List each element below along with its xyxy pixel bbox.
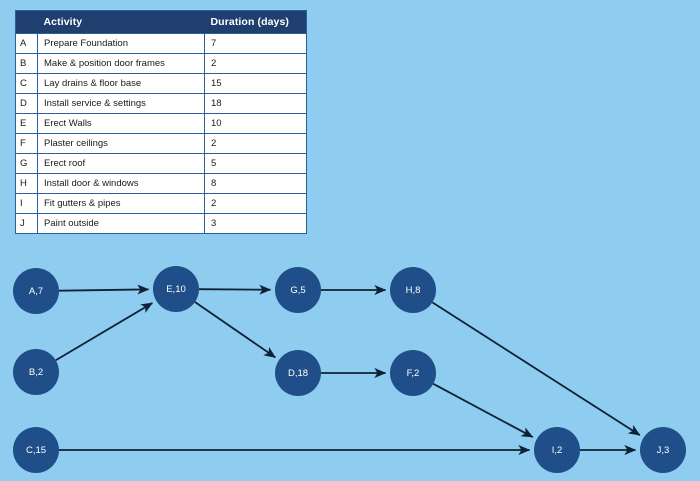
node-circle-a[interactable]	[13, 268, 59, 314]
node-label-b: B,2	[29, 367, 43, 378]
network-svg: A,7 E,10 G,5 H,8B,2 D,18 F,2C,15 I,2 J,3	[13, 266, 686, 473]
node-e[interactable]: E,10	[153, 266, 199, 312]
cell-activity-name: Paint outside	[37, 213, 205, 234]
node-circle-j[interactable]	[640, 427, 686, 473]
cell-activity-code: F	[15, 133, 38, 154]
table-header: Activity Duration (days)	[15, 10, 307, 34]
node-circle-d[interactable]	[275, 350, 321, 396]
cell-activity-duration: 2	[204, 133, 307, 154]
table-header-row: Activity Duration (days)	[15, 10, 307, 34]
edge-b-to-e	[55, 302, 153, 362]
edge-h-to-j	[431, 301, 641, 436]
node-label-g: G,5	[290, 285, 305, 296]
node-circle-c[interactable]	[13, 427, 59, 473]
cell-activity-name: Install door & windows	[37, 173, 205, 194]
node-j[interactable]: J,3	[640, 427, 686, 473]
cell-activity-code: G	[15, 153, 38, 174]
cell-activity-name: Fit gutters & pipes	[37, 193, 205, 214]
node-label-e: E,10	[166, 284, 186, 295]
edges-layer	[55, 284, 641, 456]
node-d[interactable]: D,18	[275, 350, 321, 396]
node-label-f: F,2	[407, 368, 420, 379]
node-a[interactable]: A,7	[13, 268, 59, 314]
cell-activity-name: Lay drains & floor base	[37, 73, 205, 94]
column-header-activity: Activity	[37, 10, 205, 34]
column-header-duration: Duration (days)	[204, 10, 307, 34]
cell-activity-duration: 2	[204, 193, 307, 214]
node-b[interactable]: B,2	[13, 349, 59, 395]
node-i[interactable]: I,2	[534, 427, 580, 473]
edge-e-to-d	[194, 301, 276, 359]
cell-activity-code: D	[15, 93, 38, 114]
cell-activity-name: Erect roof	[37, 153, 205, 174]
cell-activity-duration: 10	[204, 113, 307, 134]
node-f[interactable]: F,2	[390, 350, 436, 396]
node-h[interactable]: H,8	[390, 267, 436, 313]
node-label-c: C,15	[26, 445, 46, 456]
node-label-h: H,8	[406, 285, 421, 296]
node-circle-h[interactable]	[390, 267, 436, 313]
node-g[interactable]: G,5	[275, 267, 321, 313]
cell-activity-name: Plaster ceilings	[37, 133, 205, 154]
cell-activity-code: H	[15, 173, 38, 194]
cell-activity-duration: 18	[204, 93, 307, 114]
cell-activity-name: Make & position door frames	[37, 53, 205, 74]
node-circle-g[interactable]	[275, 267, 321, 313]
cell-activity-code: I	[15, 193, 38, 214]
cell-activity-code: C	[15, 73, 38, 94]
column-header-code	[15, 10, 38, 34]
cell-activity-name: Erect Walls	[37, 113, 205, 134]
nodes-layer: A,7 E,10 G,5 H,8B,2 D,18 F,2C,15 I,2 J,3	[13, 266, 686, 473]
cell-activity-code: E	[15, 113, 38, 134]
cell-activity-name: Prepare Foundation	[37, 33, 205, 54]
cell-activity-code: A	[15, 33, 38, 54]
edge-a-to-e	[58, 284, 150, 295]
node-label-a: A,7	[29, 286, 43, 297]
edge-f-to-i	[432, 383, 534, 438]
node-label-j: J,3	[657, 445, 670, 456]
node-c[interactable]: C,15	[13, 427, 59, 473]
cell-activity-name: Install service & settings	[37, 93, 205, 114]
cell-activity-duration: 2	[204, 53, 307, 74]
cell-activity-duration: 5	[204, 153, 307, 174]
cell-activity-code: J	[15, 213, 38, 234]
node-label-d: D,18	[288, 368, 308, 379]
cell-activity-duration: 15	[204, 73, 307, 94]
cell-activity-duration: 8	[204, 173, 307, 194]
node-circle-e[interactable]	[153, 266, 199, 312]
cell-activity-duration: 7	[204, 33, 307, 54]
node-circle-f[interactable]	[390, 350, 436, 396]
edge-e-to-g	[198, 284, 272, 295]
node-label-i: I,2	[552, 445, 563, 456]
node-circle-b[interactable]	[13, 349, 59, 395]
cell-activity-code: B	[15, 53, 38, 74]
cell-activity-duration: 3	[204, 213, 307, 234]
node-circle-i[interactable]	[534, 427, 580, 473]
